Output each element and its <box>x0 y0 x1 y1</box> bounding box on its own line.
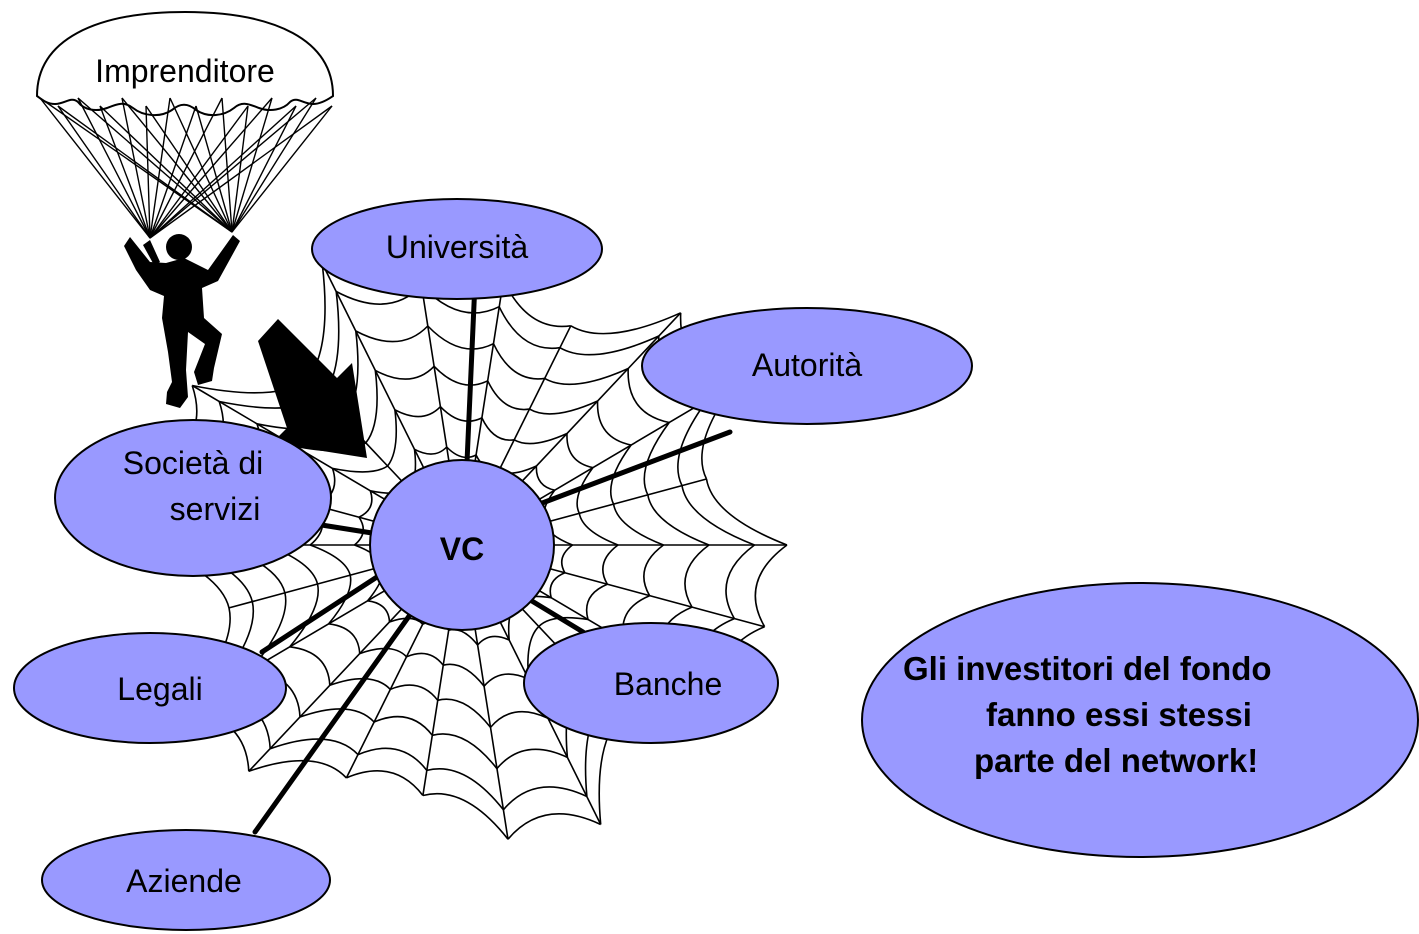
parachute-shroud-line <box>221 97 233 233</box>
parachute-shroud-line <box>57 105 151 239</box>
parachute-shroud-line <box>99 105 151 239</box>
node-autorita <box>641 307 973 425</box>
parachute-shroud-line <box>149 97 273 239</box>
callout-bubble <box>861 582 1419 858</box>
callout-line2: fanno essi stessi <box>986 696 1252 733</box>
parachute-shroud-line <box>99 105 233 233</box>
parachute-shroud-line <box>149 105 249 239</box>
parachute-shroud-line <box>77 97 151 239</box>
parachute-shroud-line <box>149 97 317 239</box>
node-societa-label-line1: Società di <box>122 445 264 481</box>
callout-line3: parte del network! <box>974 742 1259 779</box>
node-banche-label: Banche <box>613 666 723 702</box>
callout-line1: Gli investitori del fondo <box>903 650 1272 687</box>
parachutist-icon <box>124 234 240 408</box>
parachute-shroud-line <box>149 97 171 239</box>
parachute-shroud-line <box>195 105 233 233</box>
node-legali-label: Legali <box>117 671 203 707</box>
parachute-shroud-line <box>121 97 233 233</box>
node-universita-label: Università <box>385 229 529 265</box>
parachute-shroud-line <box>145 105 151 239</box>
parachute-shroud-line <box>121 97 151 239</box>
node-aziende <box>41 829 331 931</box>
node-vc-hub <box>369 459 555 631</box>
parachute-shroud-line <box>145 105 233 233</box>
parachute-shroud-line <box>231 105 249 233</box>
parachute-shroud-line <box>39 97 151 239</box>
network-nodes <box>13 198 1419 931</box>
node-vc-label: VC <box>439 531 485 567</box>
connector-autorita <box>534 429 733 508</box>
parachute-shroud-line <box>149 105 297 239</box>
parachute-icon <box>35 10 335 239</box>
node-legali <box>13 632 287 744</box>
parachute-shroud-line <box>149 105 197 239</box>
parachute-shroud-line <box>231 97 317 233</box>
parachute-shroud-line <box>77 97 233 233</box>
node-autorita-label: Autorità <box>751 347 863 383</box>
node-aziende-label: Aziende <box>126 863 242 899</box>
connector-aziende <box>252 609 415 835</box>
node-universita <box>311 198 603 300</box>
parachute-shroud-line <box>149 97 223 239</box>
parachute-shroud-line <box>149 105 333 239</box>
parachute-shroud-line <box>57 105 233 233</box>
arrow-icon <box>258 319 367 458</box>
node-societa-label-line2: servizi <box>169 491 261 527</box>
parachute-shroud-line <box>231 97 273 233</box>
parachute-shroud-line <box>169 97 233 233</box>
parachute-shroud-line <box>231 105 297 233</box>
parachute-shroud-line <box>231 105 333 233</box>
connector-universita <box>464 279 478 465</box>
connector-legali <box>259 572 383 655</box>
node-banche <box>523 622 779 744</box>
node-societa <box>54 419 332 577</box>
parachutist-label: Imprenditore <box>95 53 275 89</box>
